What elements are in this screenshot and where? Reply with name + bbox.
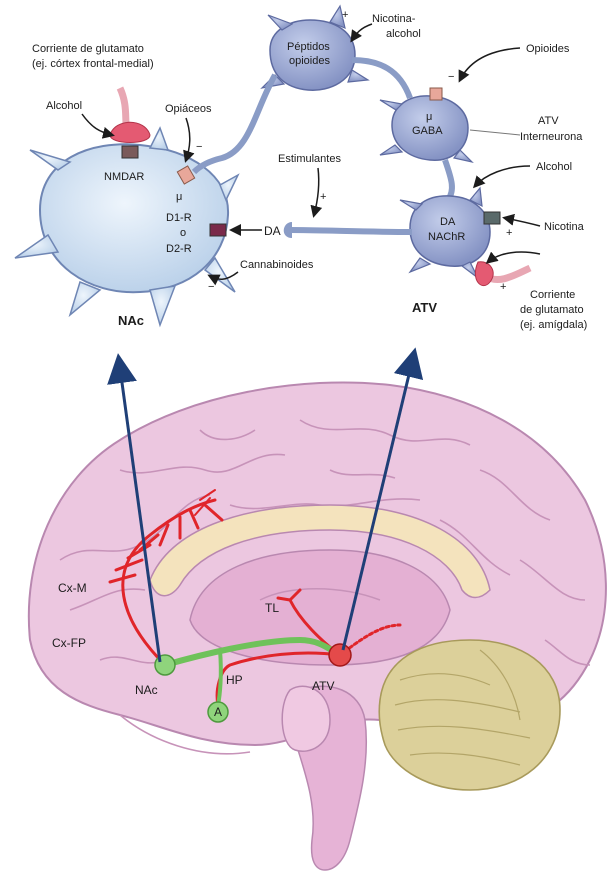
nac-label-d1r: D1-R [166, 212, 192, 224]
nac-label-d2r: D2-R [166, 243, 192, 255]
gaba-label-mu: μ [426, 111, 432, 123]
brain-label-cxfp: Cx-FP [52, 636, 86, 650]
label-glutamate-right-2: de glutamato [520, 304, 584, 316]
gaba-label: GABA [412, 125, 443, 137]
da-label: DA [440, 216, 456, 228]
brain-label-atv: ATV [312, 679, 334, 693]
label-nicotine-alcohol-2: alcohol [386, 28, 421, 40]
label-cannabinoids: Cannabinoides [240, 259, 314, 271]
nac-label-or: o [180, 227, 186, 239]
sign-nicotine-alcohol: + [342, 9, 348, 21]
label-peptides-1: Péptidos [287, 41, 330, 53]
label-nicotine: Nicotina [544, 221, 585, 233]
label-alcohol-left: Alcohol [46, 100, 82, 112]
brain-label-hp: HP [226, 673, 243, 687]
brain-label-tl: TL [265, 601, 279, 615]
sign-opiates: − [196, 141, 202, 153]
brain-atv-node [329, 644, 351, 666]
nac-label-mu: μ [176, 191, 182, 203]
label-glutamate-top-2: (ej. córtex frontal-medial) [32, 58, 154, 70]
label-opiates: Opiáceos [165, 103, 212, 115]
cerebellum [379, 640, 560, 790]
label-glutamate-top-1: Corriente de glutamato [32, 43, 144, 55]
label-glutamate-right-3: (ej. amígdala) [520, 319, 587, 331]
sign-glutamate-right: + [500, 281, 506, 293]
label-alcohol-right: Alcohol [536, 161, 572, 173]
label-atv-interneuron-2: Interneurona [520, 131, 583, 143]
brain-label-nac: NAc [135, 683, 158, 697]
sign-nicotine: + [506, 227, 512, 239]
nac-title: NAc [118, 313, 144, 328]
brain-label-cxm: Cx-M [58, 581, 87, 595]
label-stimulants: Estimulantes [278, 153, 341, 165]
sign-cannabinoids: − [208, 281, 214, 293]
sign-opioids: − [448, 71, 454, 83]
label-atv-interneuron-1: ATV [538, 115, 559, 127]
brain-label-a: A [214, 705, 222, 719]
label-da-signal: DA [264, 224, 281, 238]
nac-neuron [15, 88, 238, 325]
nac-label-nmdar: NMDAR [104, 171, 144, 183]
brain-sagittal [29, 382, 606, 870]
pons [282, 686, 330, 751]
nachr-label: NAChR [428, 231, 465, 243]
label-opioids: Opioides [526, 43, 570, 55]
label-nicotine-alcohol-1: Nicotina- [372, 13, 416, 25]
sign-stimulants: + [320, 191, 326, 203]
label-peptides-2: opioides [289, 55, 330, 67]
atv-title: ATV [412, 300, 437, 315]
label-glutamate-right-1: Corriente [530, 289, 575, 301]
